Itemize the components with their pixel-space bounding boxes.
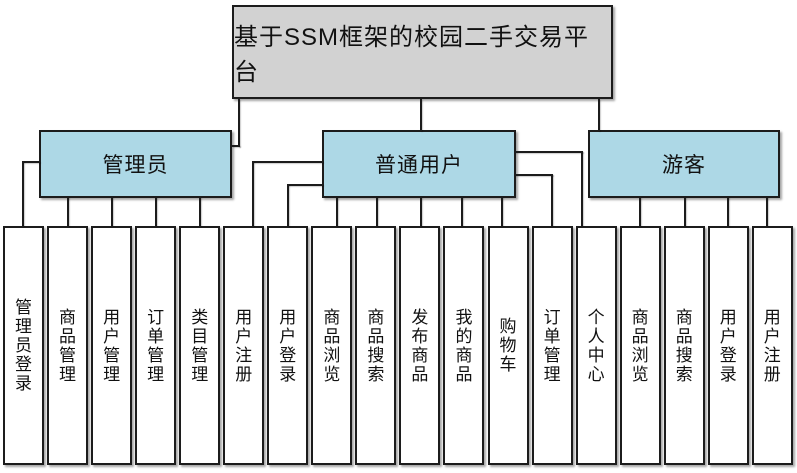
connector-line <box>252 161 254 226</box>
connector-line <box>639 197 641 226</box>
connector-line <box>766 197 768 226</box>
role-node-regular-user: 普通用户 <box>322 130 516 198</box>
connector-line <box>22 161 24 226</box>
leaf-node-product-browse-visitor: 商品浏览 <box>619 226 661 465</box>
leaf-row: 管理员登录 商品管理 用户管理 订单管理 类目管理 用户注册 用户登录 商品浏览… <box>3 226 793 465</box>
connector-line <box>515 174 553 176</box>
connector-line <box>22 161 40 163</box>
leaf-node-shopping-cart: 购物车 <box>487 226 529 465</box>
connector-line <box>199 197 201 226</box>
root-title: 基于SSM框架的校园二手交易平台 <box>234 24 590 86</box>
role-label-visitor: 游客 <box>662 154 706 177</box>
connector-line <box>111 197 113 226</box>
role-node-visitor: 游客 <box>588 130 780 198</box>
connector-line <box>287 184 289 226</box>
leaf-node-publish-product: 发布商品 <box>399 226 441 465</box>
connector-line <box>238 99 240 147</box>
leaf-node-user-register-visitor: 用户注册 <box>751 226 793 465</box>
connector-line <box>727 197 729 226</box>
leaf-node-user-login-visitor: 用户登录 <box>707 226 749 465</box>
root-node: 基于SSM框架的校园二手交易平台 <box>232 5 613 99</box>
leaf-node-order-manage-user: 订单管理 <box>531 226 573 465</box>
leaf-node-my-products: 我的商品 <box>443 226 485 465</box>
leaf-node-order-manage-admin: 订单管理 <box>135 226 177 465</box>
connector-line <box>287 184 323 186</box>
leaf-node-personal-center: 个人中心 <box>575 226 617 465</box>
leaf-node-category-manage: 类目管理 <box>179 226 221 465</box>
connector-line <box>581 151 583 226</box>
connector-line <box>461 197 463 226</box>
role-node-admin: 管理员 <box>39 130 232 198</box>
role-label-admin: 管理员 <box>102 154 169 177</box>
leaf-node-user-register: 用户注册 <box>223 226 265 465</box>
connector-line <box>684 197 686 226</box>
connector-line <box>376 197 378 226</box>
leaf-node-product-browse: 商品浏览 <box>311 226 353 465</box>
connector-line <box>515 151 583 153</box>
connector-line <box>336 197 338 226</box>
connector-line <box>551 174 553 226</box>
leaf-node-admin-login: 管理员登录 <box>3 226 44 465</box>
connector-line <box>155 197 157 226</box>
role-label-regular-user: 普通用户 <box>375 154 463 177</box>
connector-line <box>598 99 600 131</box>
leaf-node-product-manage: 商品管理 <box>47 226 89 465</box>
leaf-node-user-login: 用户登录 <box>267 226 309 465</box>
leaf-node-user-manage: 用户管理 <box>91 226 133 465</box>
connector-line <box>67 197 69 226</box>
connector-line <box>252 161 323 163</box>
connector-line <box>232 145 240 147</box>
leaf-node-product-search-visitor: 商品搜索 <box>663 226 705 465</box>
connector-line <box>501 197 503 226</box>
leaf-node-product-search: 商品搜索 <box>355 226 397 465</box>
connector-line <box>420 197 422 226</box>
connector-line <box>420 99 422 131</box>
